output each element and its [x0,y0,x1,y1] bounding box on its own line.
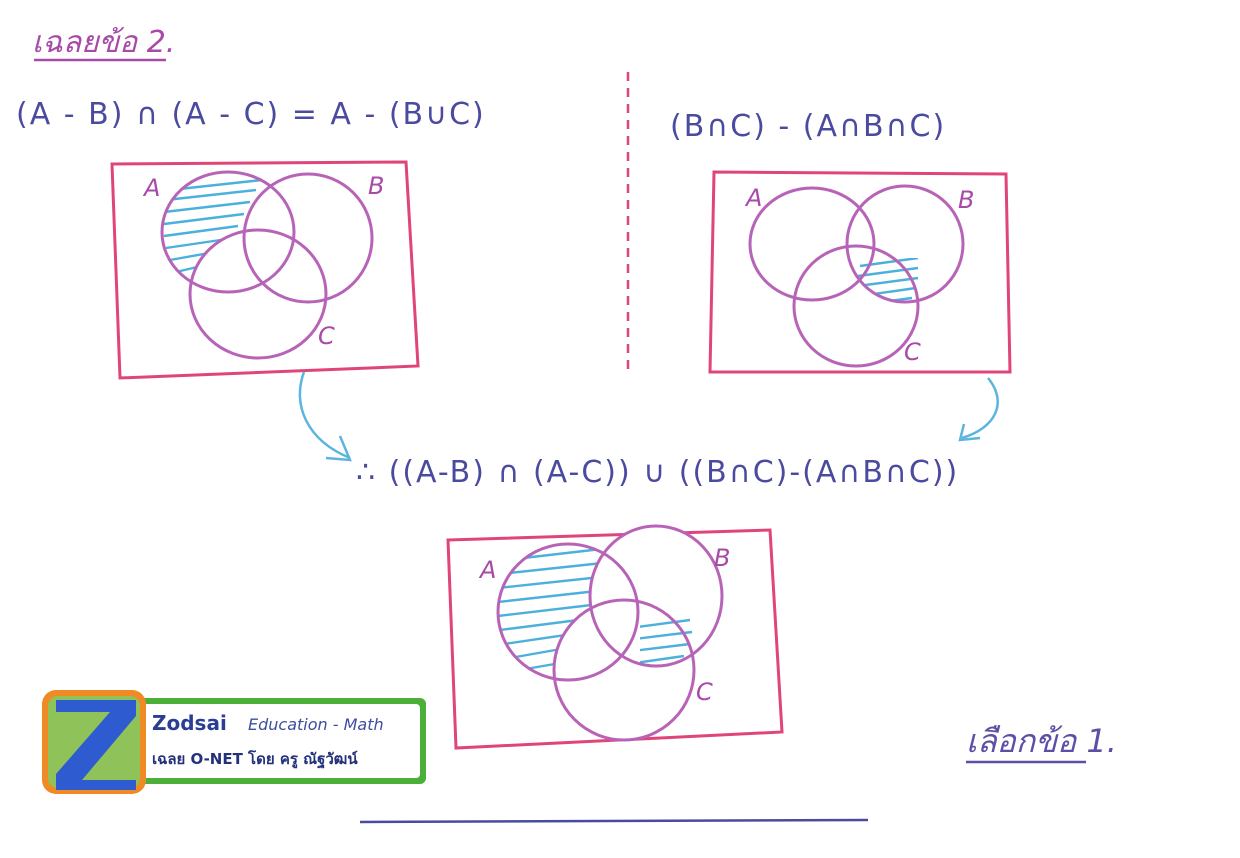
arrow-right-head [958,423,981,442]
shaded-region-right [857,256,919,302]
circle-c-left [188,228,328,360]
zodsai-logo: Zodsai Education - Math เฉลย O-NET โดย ค… [42,690,426,794]
bottom-rule [359,818,869,824]
label-c-result: C [696,678,713,706]
logo-line2: เฉลย O-NET โดย ครู ณัฐวัฒน์ [152,749,358,769]
arrow-left [298,371,351,460]
right-formula: (B∩C) - (A∩B∩C) [670,109,946,144]
label-b-left: B [368,172,384,200]
result-formula: ∴ ((A-B) ∩ (A-C)) ∪ ((B∩C)-(A∩B∩C)) [356,455,959,490]
label-c-left: C [318,322,335,350]
label-b-result: B [714,544,730,572]
arrow-left-head [325,435,352,462]
circle-c-result [552,598,696,742]
left-formula: (A - B) ∩ (A - C) = A - (B∪C) [16,97,486,132]
label-a-right: A [744,184,762,212]
circle-c-right [792,244,920,368]
circle-a-result [496,542,640,682]
universe-frame-left [110,160,420,380]
label-a-result: A [478,556,496,584]
logo-z-icon [56,700,136,790]
circle-b-right [845,184,965,304]
label-c-right: C [904,338,921,366]
venn-diagram-right: A B C [708,170,1012,374]
logo-brand: Zodsai [152,711,227,735]
venn-diagram-left: A B C [110,160,420,380]
circle-a-right [748,186,876,302]
page-heading: เฉลยข้อ 2. [32,25,175,60]
label-b-right: B [958,186,974,214]
arrow-right [961,377,999,440]
circle-a-left [160,170,296,294]
venn-diagram-result: A B C [446,524,784,750]
circle-b-result [588,524,724,668]
answer-text: เลือกข้อ 1. [966,722,1117,760]
universe-frame-right [708,170,1012,374]
circle-b-left [242,172,374,304]
label-a-left: A [142,174,160,202]
logo-tagline: Education - Math [248,715,384,734]
